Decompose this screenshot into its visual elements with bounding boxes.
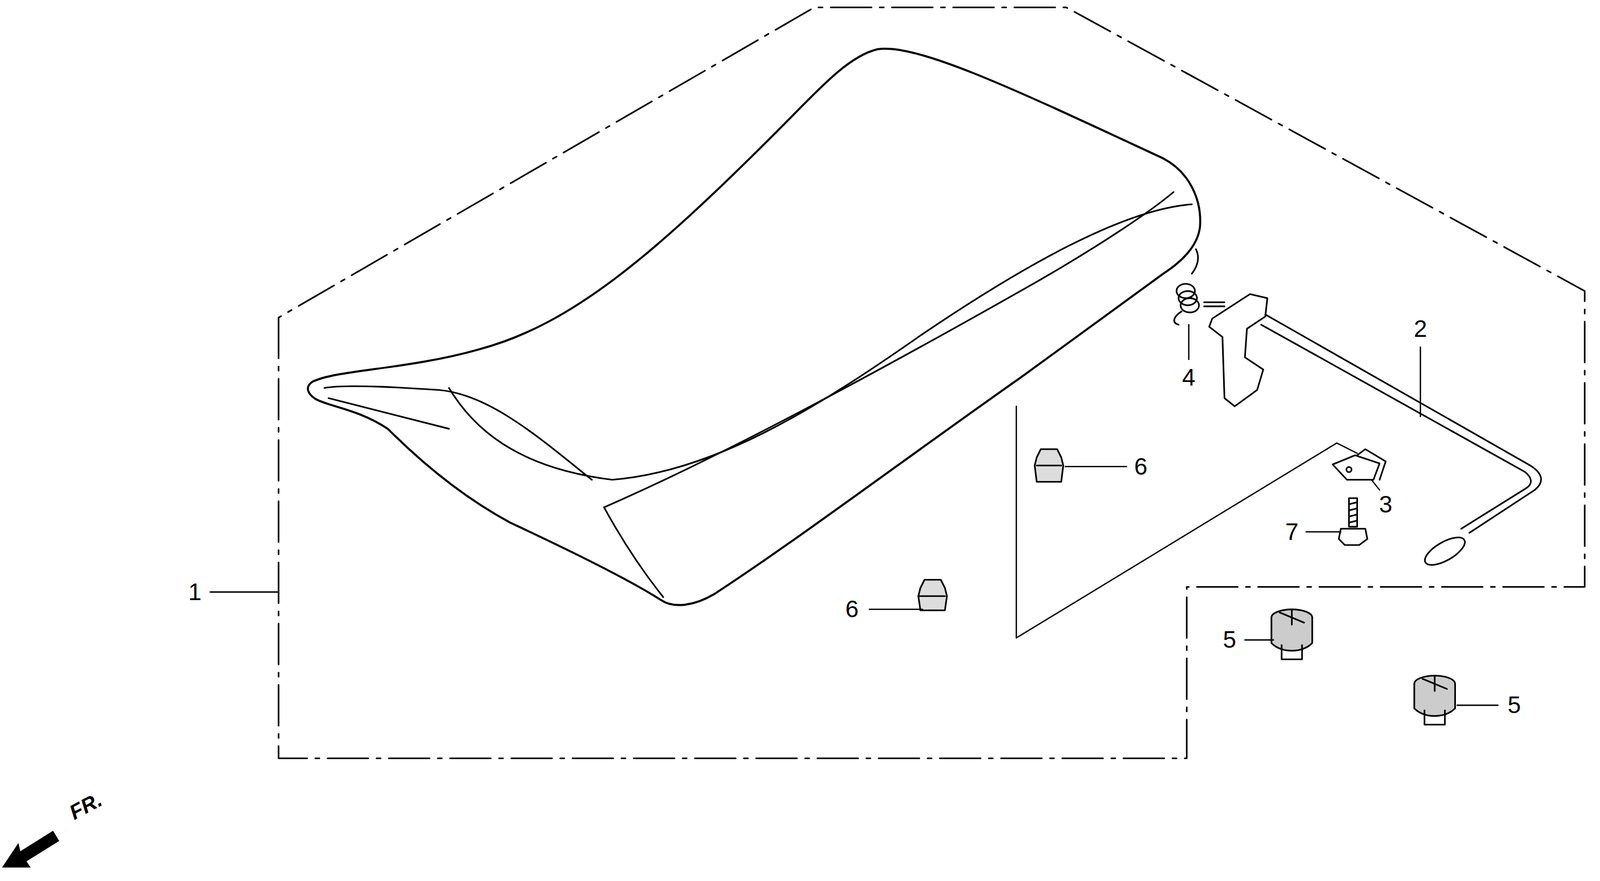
callout-number: 4 (1182, 365, 1196, 390)
callout-number: 5 (1507, 692, 1522, 717)
seat-latch (1204, 293, 1541, 571)
sub-outline (1016, 406, 1358, 639)
spring (1173, 249, 1199, 325)
seat (307, 48, 1201, 606)
callout-number: 2 (1413, 316, 1428, 341)
front-arrow (2, 830, 60, 868)
callout-number: 6 (1134, 454, 1148, 479)
callout-number: 6 (845, 597, 859, 621)
callout-number: 7 (1285, 519, 1299, 544)
direction-label: FR. (66, 789, 106, 824)
cushion (1034, 449, 1064, 483)
callout-number: 3 (1379, 492, 1393, 517)
bolt (1338, 498, 1368, 546)
assembly-outline (278, 7, 1585, 759)
callout-number: 5 (1223, 627, 1237, 652)
grommet (1414, 675, 1456, 726)
leader-lines (210, 324, 1499, 706)
clip-hole (1346, 466, 1352, 473)
grommet (1271, 609, 1313, 660)
clip (1332, 449, 1386, 480)
callout-number: 1 (188, 579, 202, 604)
cushion (918, 579, 947, 611)
